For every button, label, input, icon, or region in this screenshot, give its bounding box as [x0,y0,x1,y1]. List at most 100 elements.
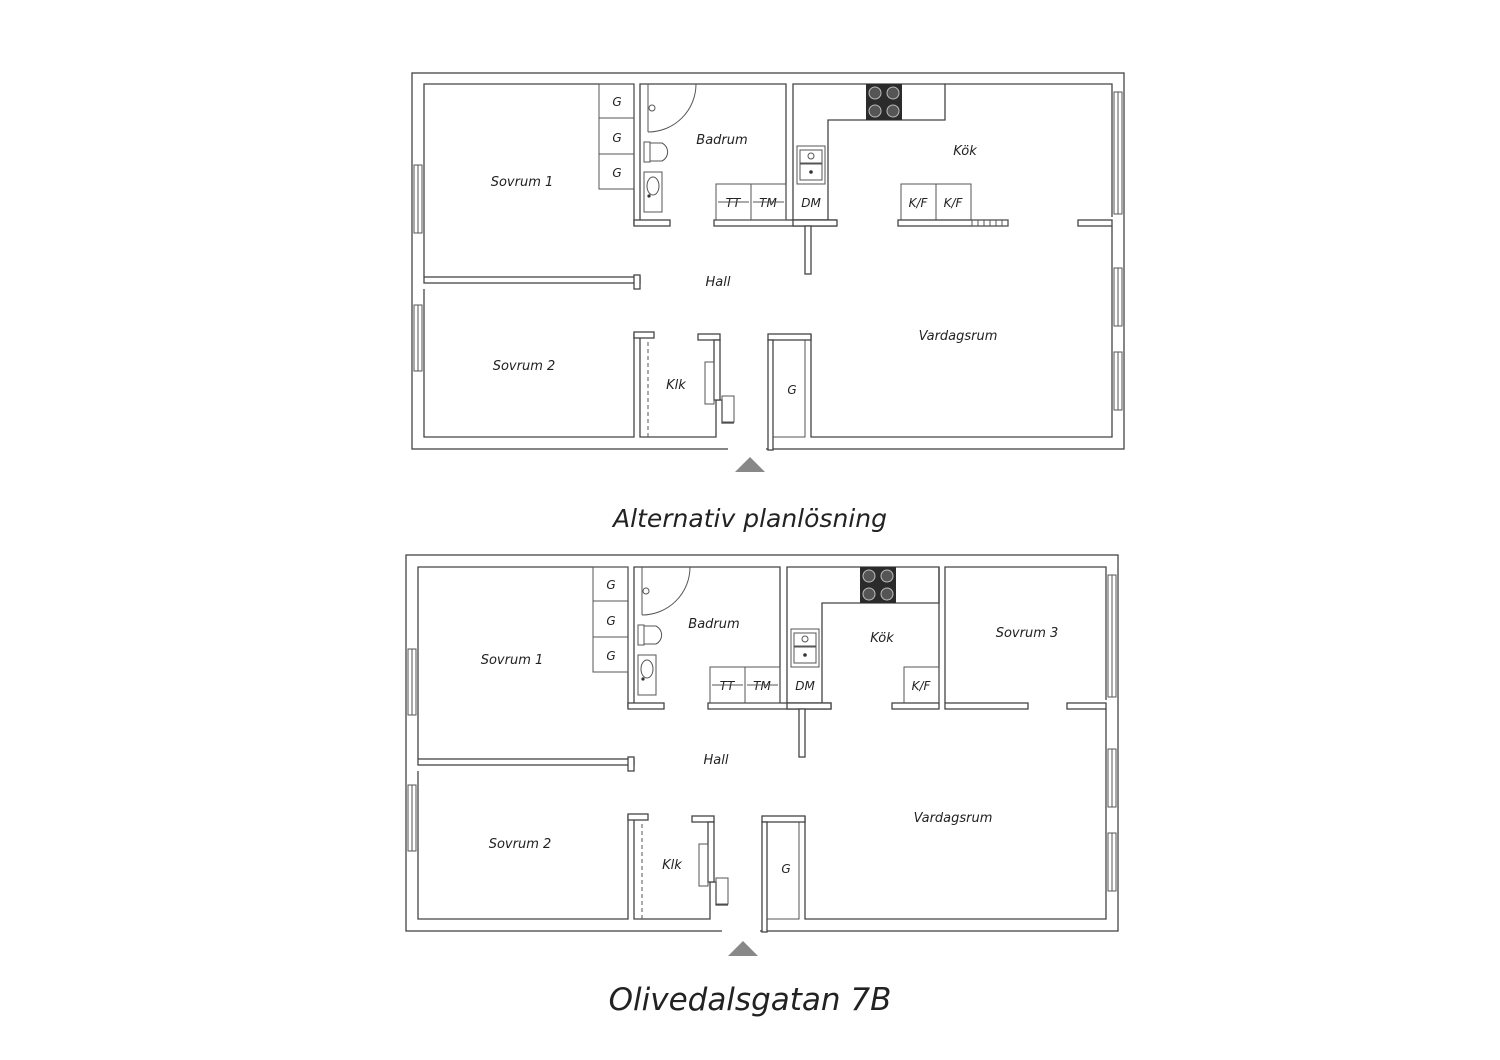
room-label-kok: Kök [870,631,894,646]
dm-wall [792,219,838,227]
room-label-sovrum1: Sovrum 1 [481,653,544,668]
badrum-wall [633,566,781,708]
room-label-badrum: Badrum [696,133,747,148]
kok-wall [827,83,1113,220]
window [413,304,423,372]
toilet-icon [643,141,669,163]
closet-label: G [612,166,621,180]
floor-plan-original: G G G TT TM DM [405,554,1119,956]
closet-wall [761,821,768,933]
stove-icon [866,84,902,120]
room-label-vardagsrum: Vardagsrum [919,329,998,344]
closet-label: G [781,862,790,876]
badrum-wall-bottom [633,219,671,227]
sovrum3-wall [944,566,1107,703]
sink-box [790,628,820,668]
closet-label: G [606,578,615,592]
kok-vardagsrum-wall [1077,219,1113,227]
bathroom-sink-icon [637,654,657,696]
closet-label: G [606,649,615,663]
stove-icon [860,567,896,603]
washer-dryer: TT TM [715,183,787,221]
shower-door-arc [647,83,697,133]
window [1113,267,1123,327]
bathroom-sink-icon [643,171,663,213]
fridge-freezer-label: K/F [912,679,932,693]
sovrum2-wall [417,771,629,920]
room-label-klk: Klk [662,858,682,873]
room-label-sovrum3: Sovrum 3 [996,626,1059,641]
sovrum2-wall [423,289,635,438]
wall-end [627,813,649,821]
shower-head-icon [648,104,656,112]
entrance-arrow-icon [728,941,758,956]
tumble-dryer-label: TT [720,679,736,693]
washing-machine-label: TM [753,679,771,693]
badrum-wall-bottom [627,702,665,710]
wall-end [633,274,641,290]
dishwasher-label: DM [795,679,815,693]
kok-partition [798,708,806,758]
toilet-icon [637,624,663,646]
sovrum1-hall-wall [417,758,635,766]
window [407,648,417,716]
wall-end [691,815,715,823]
window [1113,351,1123,411]
room-label-hall: Hall [704,753,729,768]
sovrum3-wall-bottom [944,702,1029,710]
washing-machine-label: TM [759,196,777,210]
closet-label: G [612,131,621,145]
caption-alternative-layout: Alternativ planlösning [613,504,887,533]
kok-partition [804,225,812,275]
closet-label: G [606,614,615,628]
room-label-kok: Kök [953,144,977,159]
window [1107,832,1117,892]
dm-wall [786,702,832,710]
room-label-badrum: Badrum [688,617,739,632]
closets: G G G [598,83,635,190]
room-label-sovrum1: Sovrum 1 [491,175,554,190]
window [407,784,417,852]
caption-address: Olivedalsgatan 7B [608,982,892,1018]
kitchen-sink-icon [799,149,823,181]
dishwasher-label: DM [801,196,821,210]
wall-end [761,815,806,823]
kok-wall-bottom [891,702,940,710]
entrance-door-gap [728,446,766,452]
shower-head-icon [642,587,650,595]
room-label-sovrum2: Sovrum 2 [493,359,556,374]
fridge-freezer: K/F [903,666,940,704]
entrance-arrow-icon [735,457,765,472]
sovrum1-hall-wall [423,276,641,284]
klk-shelf [715,877,729,905]
room-label-klk: Klk [666,378,686,393]
window [1107,748,1117,808]
fridge-freezer-label: K/F [909,196,929,210]
tumble-dryer-label: TT [726,196,742,210]
klk-shelf [698,843,709,887]
klk-shelf [721,395,735,423]
window [413,164,423,234]
entrance-door-gap [722,928,760,934]
shower-door-arc [641,566,691,616]
room-label-hall: Hall [706,275,731,290]
fridge-freezer: K/F K/F [900,183,972,221]
radiator-icon [971,219,1009,227]
wall-end [697,333,721,341]
sovrum3-wall-bottom [1066,702,1107,710]
room-label-vardagsrum: Vardagsrum [914,811,993,826]
washer-dryer: TT TM [709,666,781,704]
klk-wall-segment [713,339,721,401]
kitchen-sink-icon [793,632,817,664]
klk-shelf [704,361,715,405]
badrum-wall [639,83,787,225]
room-label-sovrum2: Sovrum 2 [489,837,552,852]
window [1113,91,1123,215]
klk-wall-segment [707,821,715,883]
sink-box [796,145,826,185]
window [1107,574,1117,698]
closet-label: G [787,383,796,397]
fridge-freezer-label: K/F [944,196,964,210]
floor-plan-alternative: G G G TT TM DM [411,72,1125,472]
closet-label: G [612,95,621,109]
